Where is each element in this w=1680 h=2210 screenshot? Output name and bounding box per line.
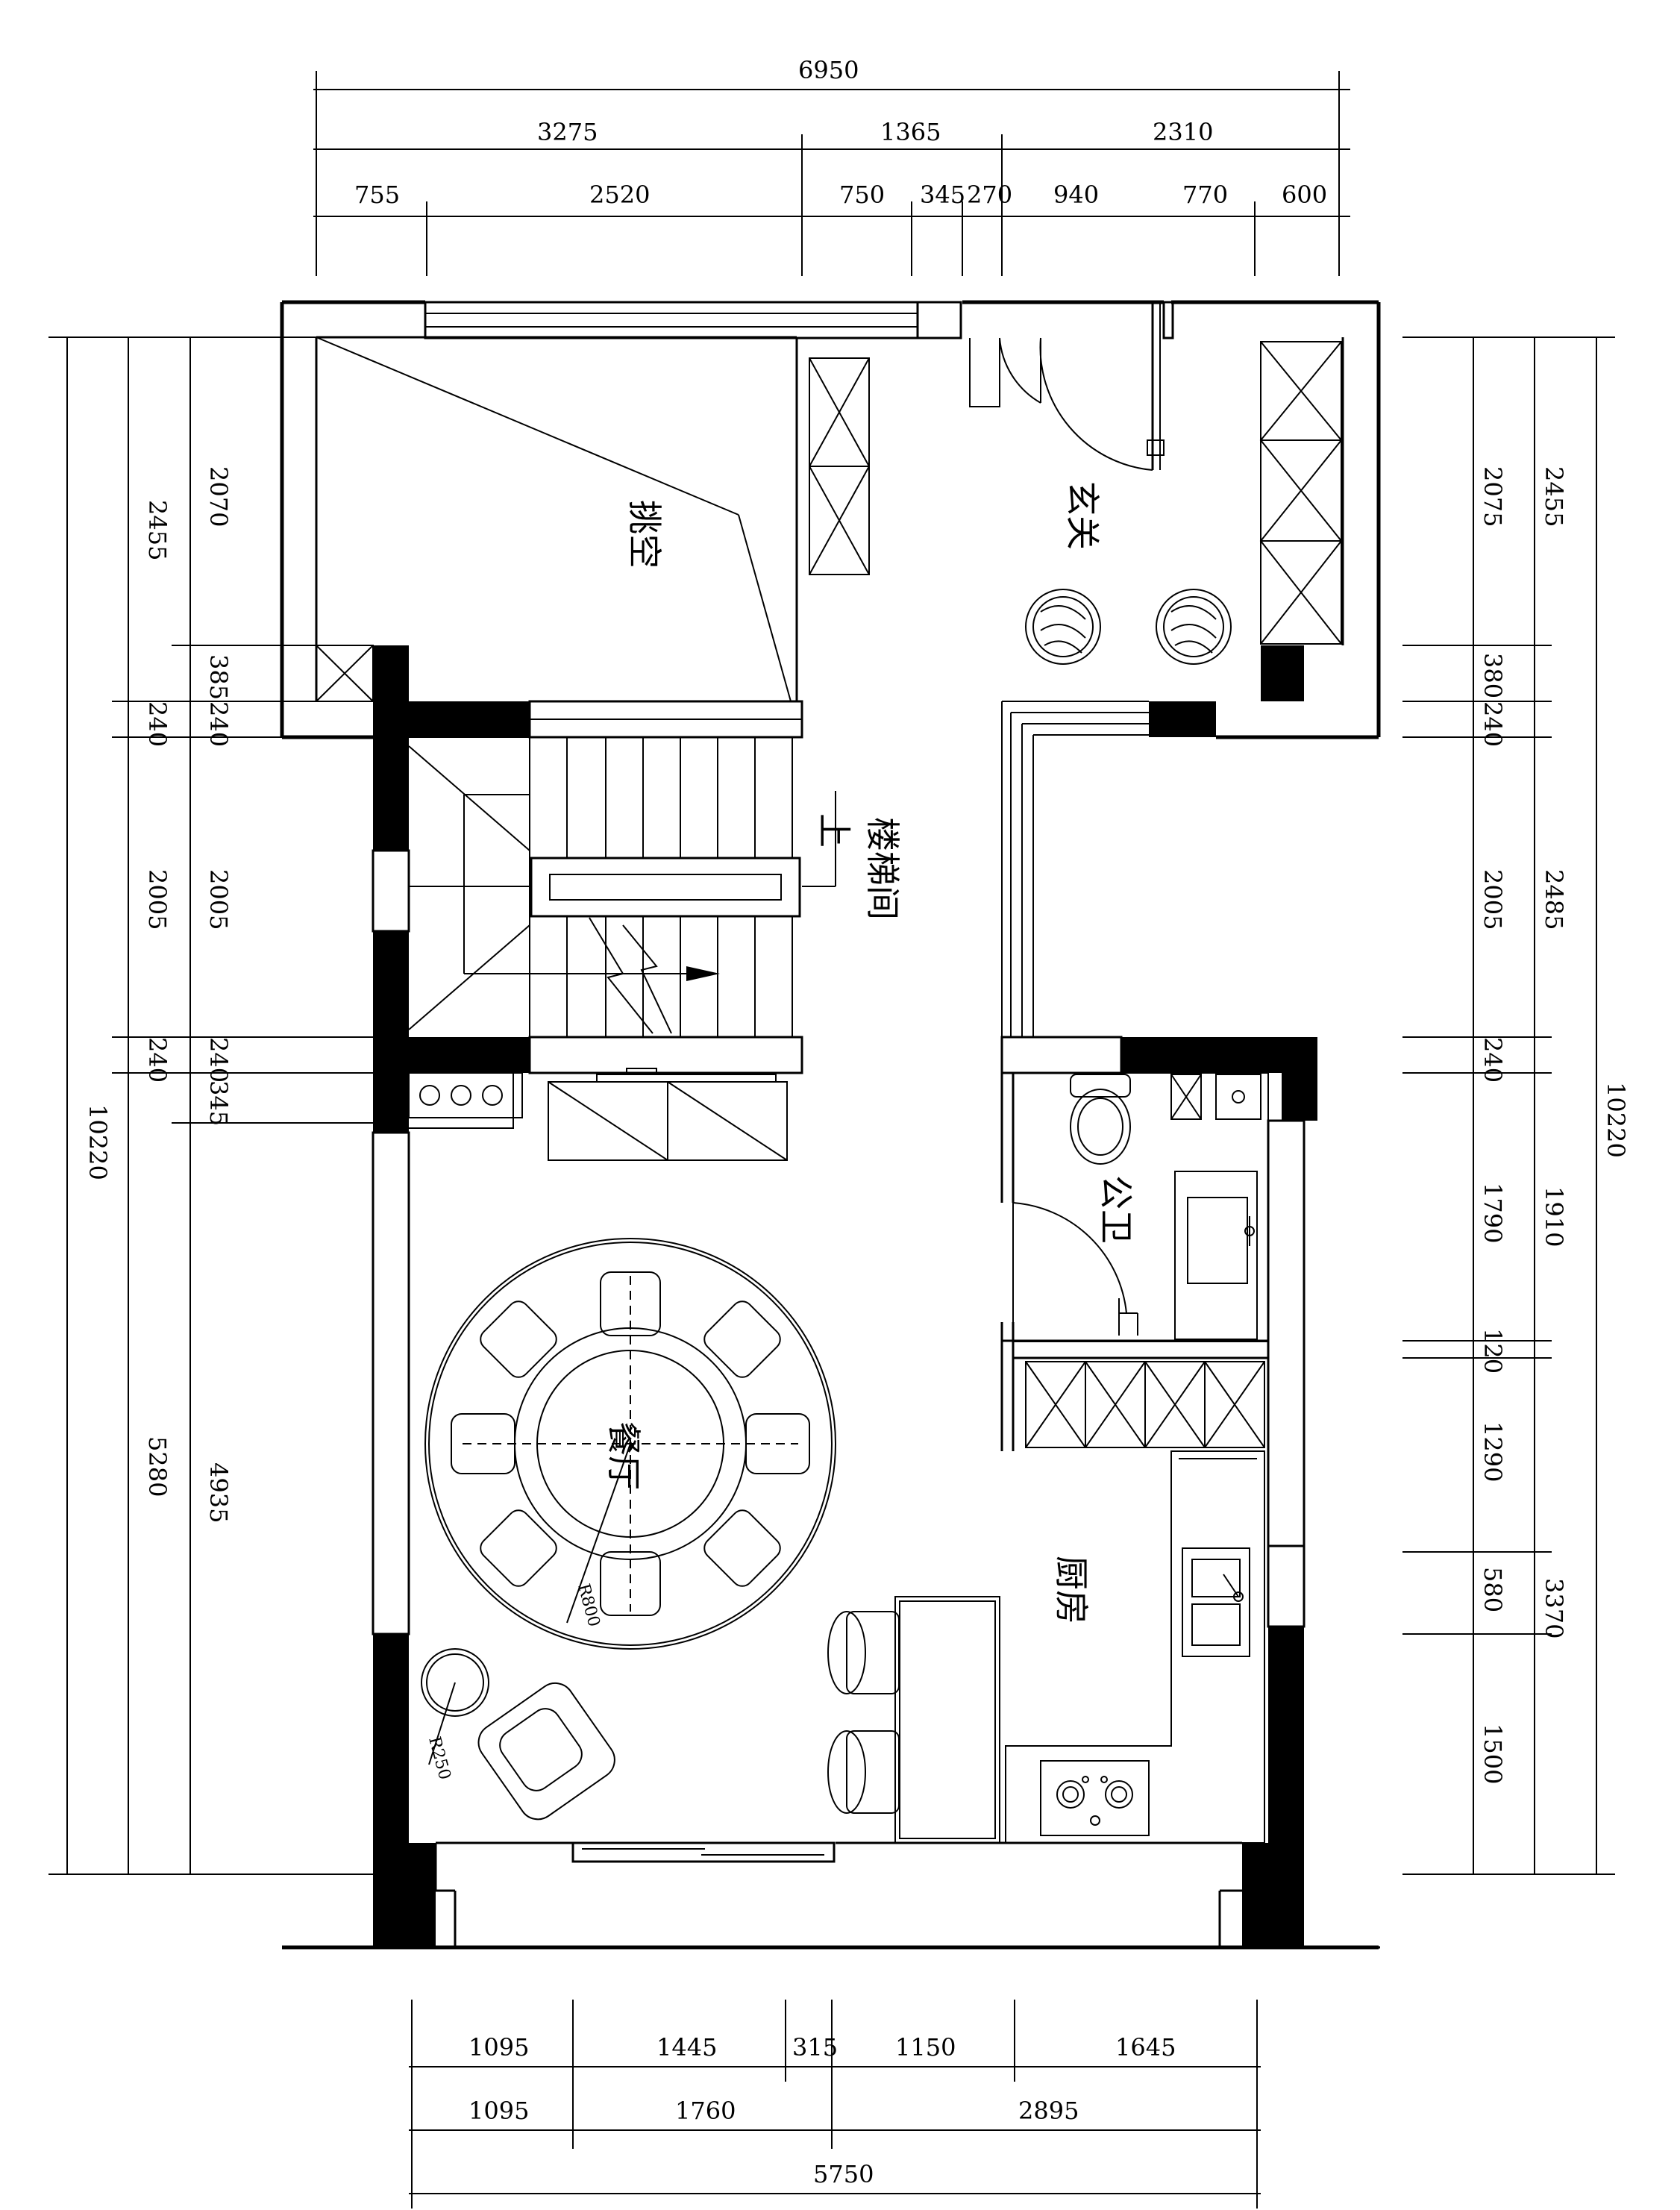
room-label-dining: 餐厅 [604, 1421, 644, 1490]
dining-area [421, 1238, 836, 1821]
dim-bottom-detail-3: 315 [792, 2033, 838, 2062]
appliance-row [408, 1068, 788, 1161]
dim-right-total: 10220 [1602, 1082, 1630, 1158]
dim-left-mid-3: 2005 [143, 869, 172, 930]
dim-left-inner-7: 4935 [204, 1462, 233, 1523]
dim-right-mid-3: 1910 [1540, 1186, 1568, 1247]
side-table-radius-label: R250 [424, 1735, 454, 1782]
bathroom [1012, 1072, 1269, 1342]
left-dimension-lines [48, 336, 373, 1875]
dim-bottom-detail-4: 1150 [895, 2033, 956, 2062]
dim-left-inner-2: 385 [204, 654, 233, 700]
dim-bottom-total: 5750 [813, 2160, 874, 2188]
dim-top-detail-1: 755 [354, 181, 400, 209]
dim-left-total: 10220 [84, 1104, 112, 1180]
stairwell [408, 736, 836, 1037]
top-dimension-lines [313, 71, 1350, 276]
dim-right-inner-8: 1290 [1479, 1421, 1507, 1482]
room-label-stairwell: 楼梯间 [862, 817, 903, 920]
dim-right-mid-2: 2485 [1540, 869, 1568, 930]
dim-top-mid-3: 2310 [1153, 118, 1213, 146]
dim-bottom-mid-1: 1095 [468, 2097, 529, 2125]
dim-bottom-mid-2: 1760 [675, 2097, 736, 2125]
dim-left-inner-4: 2005 [204, 869, 233, 930]
dim-top-detail-3: 750 [839, 181, 885, 209]
dim-top-detail-4: 345 [920, 181, 965, 209]
dim-left-inner-1: 2070 [204, 466, 233, 527]
dim-bottom-detail-5: 1645 [1115, 2033, 1176, 2062]
dim-bottom-detail-1: 1095 [468, 2033, 529, 2062]
kitchen-upper-cabinets [1025, 1361, 1265, 1448]
entrance-area [969, 302, 1343, 665]
room-label-entrance: 玄关 [1062, 481, 1103, 550]
dim-left-mid-2: 240 [143, 701, 172, 747]
dim-top-detail-8: 600 [1282, 181, 1327, 209]
dim-top-total: 6950 [798, 56, 859, 84]
dim-left-mid-1: 2455 [143, 500, 172, 560]
dim-top-detail-6: 940 [1053, 181, 1099, 209]
room-label-bathroom: 公卫 [1096, 1175, 1136, 1244]
room-label-kitchen: 厨房 [1051, 1556, 1091, 1624]
room-label-void: 挑空 [624, 500, 665, 569]
dim-left-inner-5: 240 [204, 1037, 233, 1083]
dim-left-inner-6: 345 [204, 1080, 233, 1126]
dim-right-inner-1: 2075 [1479, 466, 1507, 527]
dim-right-inner-4: 2005 [1479, 869, 1507, 930]
void-area [316, 336, 792, 702]
stair-up-label: 上 [814, 813, 854, 848]
dim-left-mid-4: 240 [143, 1037, 172, 1083]
dim-top-detail-7: 770 [1182, 181, 1228, 209]
dim-right-inner-6: 1790 [1479, 1183, 1507, 1243]
table-radius-label: R800 [574, 1582, 603, 1629]
dim-left-mid-5: 5280 [143, 1436, 172, 1497]
dim-bottom-mid-3: 2895 [1018, 2097, 1079, 2125]
right-dimension-lines [1402, 336, 1615, 1875]
bottom-dimension-lines [409, 2000, 1261, 2209]
dim-top-detail-2: 2520 [589, 181, 650, 209]
kitchen [827, 1450, 1265, 1844]
dim-top-mid-2: 1365 [880, 118, 941, 146]
walls [280, 300, 1381, 1950]
dim-right-inner-5: 240 [1479, 1037, 1507, 1083]
dim-right-mid-4: 3370 [1540, 1578, 1568, 1638]
dim-right-inner-10: 1500 [1479, 1724, 1507, 1784]
dim-top-mid-1: 3275 [537, 118, 598, 146]
dim-right-inner-2: 380 [1479, 653, 1507, 698]
dim-left-inner-3: 240 [204, 701, 233, 747]
dim-bottom-detail-2: 1445 [656, 2033, 717, 2062]
dim-top-detail-5: 270 [967, 181, 1012, 209]
dim-right-inner-3: 240 [1479, 701, 1507, 747]
dim-right-mid-1: 2455 [1540, 466, 1568, 527]
dining-chairs [451, 1271, 810, 1616]
cabinet-void-side [809, 357, 870, 575]
dim-right-inner-9: 580 [1479, 1567, 1507, 1612]
dim-right-inner-7: 120 [1479, 1328, 1507, 1374]
